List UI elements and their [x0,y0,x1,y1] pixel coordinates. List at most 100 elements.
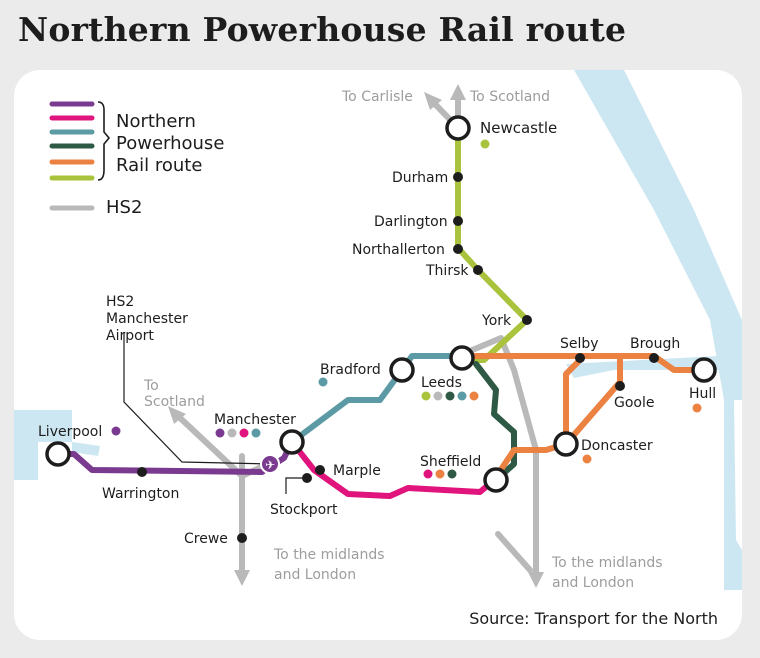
station-dot-durham [453,172,463,182]
label-stockport: Stockport [270,502,338,518]
station-dot-stockport [302,473,312,483]
station-ring-liverpool [45,441,71,467]
legend-npr-line2: Powerhouse [116,133,224,154]
plane-icon: ✈ [265,458,275,472]
line-lime [455,125,530,363]
station-dot-warrington [137,467,147,477]
arrow-midlands-left [234,570,250,586]
dot-newcastle-lime [480,139,490,149]
legend: Northern Powerhouse Rail route HS2 [49,101,224,218]
label-midlands-right-2: and London [552,575,634,591]
label-darlington: Darlington [374,214,448,230]
small-stations [137,172,659,543]
arrow-scotland-left [168,406,186,424]
route-map: ✈ [14,70,742,591]
airport-ring [260,454,280,474]
label-hs2-airport-1: HS2 [106,294,134,310]
legend-swatches [49,101,95,211]
airport-marker: ✈ [260,454,280,474]
legend-npr-line1: Northern [116,111,196,132]
station-ring-sheffield [483,467,509,493]
label-newcastle: Newcastle [480,119,557,137]
station-dot-darlington [453,216,463,226]
label-doncaster: Doncaster [581,438,653,454]
station-dot-marple [315,465,325,475]
station-ring-bradford [389,357,415,383]
label-york: York [481,313,512,329]
dot-sheffield-pink [423,469,433,479]
label-hs2-airport-2: Manchester [106,311,188,327]
dot-manchester-grey [227,428,237,438]
dot-liverpool-purple [111,426,121,436]
line-darkgreen [473,361,517,483]
station-dot-brough [649,353,659,363]
hs2-to-scotland-left [175,413,245,479]
dot-doncaster-orange [582,454,592,464]
map-panel: ✈ [14,70,742,640]
legend-hs2: HS2 [106,197,142,218]
dot-leeds-orange [469,391,479,401]
label-hull: Hull [689,386,716,402]
east-coast-sea [574,70,742,590]
major-stations [45,115,717,493]
hs2-south-east [495,531,533,573]
liverpool-estuary [14,410,72,480]
dot-leeds-lime [421,391,431,401]
label-marple: Marple [333,463,381,479]
mersey-estuary [72,442,100,456]
station-ring-newcastle [445,115,471,141]
station-ring-leeds [449,345,475,371]
label-hs2-airport-3: Airport [106,328,154,344]
label-brough: Brough [630,336,680,352]
dot-leeds-darkgreen [445,391,455,401]
label-midlands-right-1: To the midlands [551,555,663,571]
water-areas [14,70,742,590]
station-dot-selby [575,353,585,363]
line-pink [289,439,497,499]
dot-manchester-pink [239,428,249,438]
station-dot-crewe [237,533,247,543]
label-northallerton: Northallerton [352,242,445,258]
label-leeds: Leeds [421,375,462,391]
station-dot-northallerton [453,244,463,254]
label-midlands-left-1: To the midlands [273,547,385,563]
label-sheffield: Sheffield [420,454,481,470]
line-indicator-dots [111,139,702,479]
label-warrington: Warrington [102,486,179,502]
station-ring-doncaster [553,431,579,457]
station-dot-goole [615,381,625,391]
source-credit: Source: Transport for the North [469,609,718,628]
label-to-scotland-left-1: To [143,378,159,394]
station-ring-hull [691,357,717,383]
label-liverpool: Liverpool [38,424,102,440]
label-bradford: Bradford [320,362,381,378]
label-manchester: Manchester [214,412,296,428]
line-purple [55,439,295,475]
hs2-east [455,335,539,581]
station-dot-thirsk [473,265,483,275]
label-to-scotland-left-2: Scotland [144,394,205,410]
dot-manchester-teal [251,428,261,438]
line-teal [289,353,463,445]
arrow-midlands-right [528,572,544,588]
label-to-carlisle: To Carlisle [341,89,413,105]
label-thirsk: Thirsk [425,263,469,279]
stockport-pointer-line [285,477,307,494]
dot-bradford-teal [318,377,328,387]
airport-pointer-line [123,332,271,465]
dot-manchester-purple [215,428,225,438]
station-dot-york [522,315,532,325]
legend-npr-line3: Rail route [116,155,202,176]
label-to-scotland-top: To Scotland [469,89,550,105]
dot-sheffield-orange [435,469,445,479]
station-ring-manchester [279,429,305,455]
hs2-arrowheads [168,84,544,588]
page-title: Northern Powerhouse Rail route [18,10,627,49]
label-selby: Selby [560,336,599,352]
label-crewe: Crewe [184,531,228,547]
arrow-scotland-top [450,84,466,100]
arrow-carlisle [424,92,442,110]
label-durham: Durham [392,170,448,186]
dot-hull-orange [692,403,702,413]
dot-sheffield-darkgreen [447,469,457,479]
